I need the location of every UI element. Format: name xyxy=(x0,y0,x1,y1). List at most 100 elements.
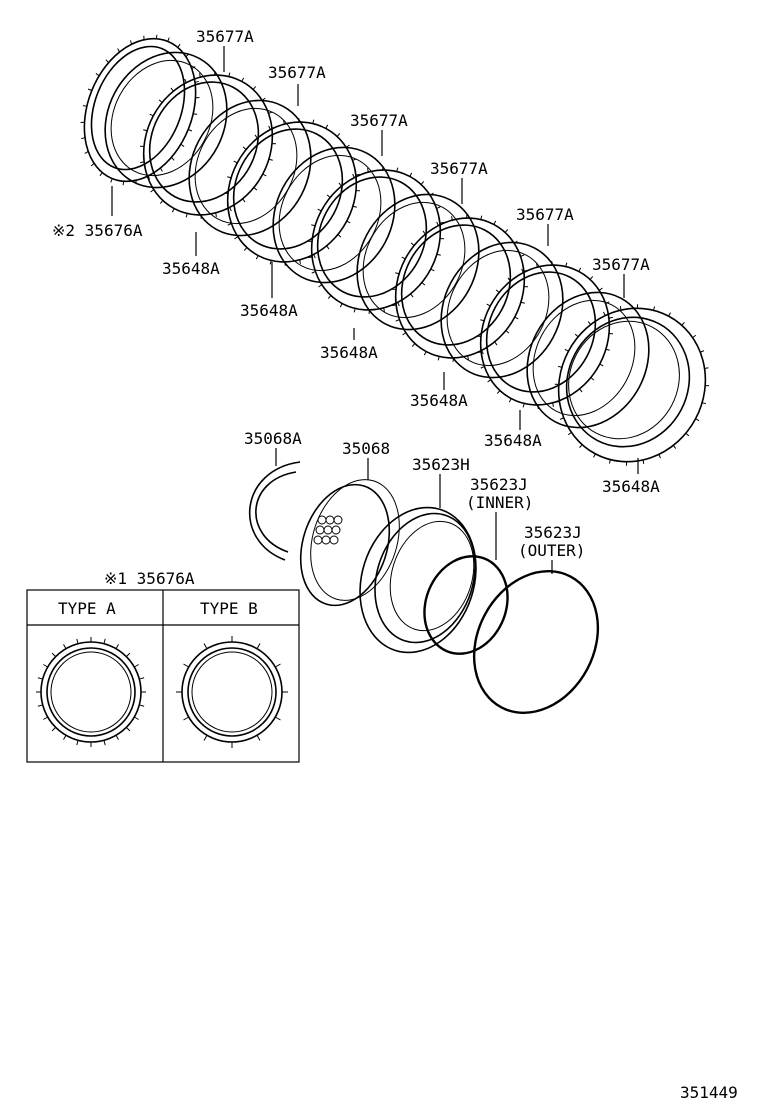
spline-tooth xyxy=(271,126,276,129)
label-35677A-2: 35677A xyxy=(268,63,326,82)
spline-tooth xyxy=(126,727,131,732)
spline-tooth xyxy=(439,221,444,224)
spline-tooth xyxy=(410,242,415,246)
spline-tooth xyxy=(326,245,330,250)
spline-tooth xyxy=(494,341,498,346)
spline-tooth xyxy=(229,207,232,212)
spline-tooth xyxy=(117,48,121,53)
spline-tooth xyxy=(103,740,106,746)
spline-tooth xyxy=(339,303,343,308)
spline-tooth xyxy=(642,459,645,464)
spline-tooth xyxy=(122,181,125,186)
o-ring-outer-35623J xyxy=(472,570,600,714)
spline-tooth xyxy=(63,735,67,740)
spline-tooth xyxy=(234,236,239,240)
label-35623J-outer: 35623J xyxy=(524,523,582,542)
spline-tooth xyxy=(552,402,554,407)
spline-tooth xyxy=(233,160,238,164)
spline-tooth xyxy=(480,366,485,369)
spline-tooth xyxy=(345,144,350,148)
spline-tooth xyxy=(681,322,685,326)
spline-tooth xyxy=(51,727,56,732)
spline-tooth xyxy=(436,253,441,256)
clutch-plate-stack xyxy=(80,34,710,466)
spline-tooth xyxy=(159,167,163,172)
spline-tooth xyxy=(171,156,175,161)
spline-tooth xyxy=(593,453,596,458)
spline-tooth xyxy=(480,215,483,220)
spline-tooth xyxy=(243,247,248,251)
spline-tooth xyxy=(155,34,158,39)
spline-tooth xyxy=(353,308,356,313)
spline-tooth xyxy=(411,343,416,347)
spline-tooth xyxy=(87,88,92,91)
spline-tooth xyxy=(590,377,595,381)
label-35648A-3: 35648A xyxy=(320,343,378,362)
spline-tooth xyxy=(608,316,613,319)
spline-tooth xyxy=(126,652,131,657)
spline-tooth xyxy=(395,319,400,322)
spline-tooth xyxy=(520,301,525,304)
spline-tooth xyxy=(480,319,485,322)
spline-tooth xyxy=(395,272,400,275)
spline-tooth xyxy=(603,311,606,316)
spline-tooth xyxy=(242,198,246,203)
spline-tooth xyxy=(429,192,434,196)
spline-tooth xyxy=(493,220,497,225)
spline-tooth xyxy=(180,143,185,147)
spline-tooth xyxy=(317,208,322,212)
spline-tooth xyxy=(185,213,188,218)
clutch-plate-1 xyxy=(104,51,228,189)
spline-tooth xyxy=(268,111,273,114)
spline-tooth xyxy=(299,259,301,264)
spline-tooth xyxy=(536,263,538,268)
spline-tooth xyxy=(566,397,569,402)
label-35623H: 35623H xyxy=(412,455,470,474)
spline-tooth xyxy=(520,254,525,257)
spline-tooth xyxy=(256,643,261,649)
spline-tooth xyxy=(269,260,272,265)
part-labels: 35677A 35677A 35677A 35677A 35677A 35677… xyxy=(52,27,660,588)
label-35648A-4: 35648A xyxy=(410,391,468,410)
spline-tooth xyxy=(184,78,187,83)
type-b-disc xyxy=(176,636,288,748)
spline-tooth xyxy=(326,194,331,198)
label-35648A-2: 35648A xyxy=(240,301,298,320)
spline-tooth xyxy=(261,97,266,101)
spline-tooth xyxy=(227,176,232,179)
spline-tooth xyxy=(355,173,360,176)
spline-tooth xyxy=(167,37,170,42)
spline-tooth xyxy=(565,262,568,267)
spline-tooth xyxy=(43,664,48,668)
spline-tooth xyxy=(521,268,524,273)
spline-tooth xyxy=(564,348,569,352)
spline-tooth xyxy=(177,43,181,48)
spline-tooth xyxy=(158,99,163,103)
spline-tooth xyxy=(598,287,603,291)
spline-tooth xyxy=(110,178,113,183)
spline-tooth xyxy=(397,302,400,307)
spline-tooth xyxy=(599,363,604,367)
spline-tooth xyxy=(268,125,271,130)
spline-tooth xyxy=(191,66,196,69)
spline-tooth xyxy=(338,182,342,187)
spline-tooth xyxy=(129,40,133,45)
spline-tooth xyxy=(589,276,594,280)
spline-tooth xyxy=(81,137,86,140)
label-35677A-6: 35677A xyxy=(592,255,650,274)
spline-tooth xyxy=(95,73,100,77)
spline-tooth xyxy=(150,189,155,193)
label-35068A: 35068A xyxy=(244,429,302,448)
spline-tooth xyxy=(275,663,281,668)
spline-tooth xyxy=(105,59,109,64)
spline-tooth xyxy=(495,289,500,293)
spline-tooth xyxy=(84,151,89,154)
spline-tooth xyxy=(587,321,592,325)
spline-tooth xyxy=(513,240,518,244)
spline-tooth xyxy=(701,402,707,405)
spline-tooth xyxy=(149,113,154,117)
spline-tooth xyxy=(704,367,709,369)
label-35676A-note2: ※2 35676A xyxy=(52,221,143,240)
clutch-disc-7 xyxy=(554,304,710,466)
